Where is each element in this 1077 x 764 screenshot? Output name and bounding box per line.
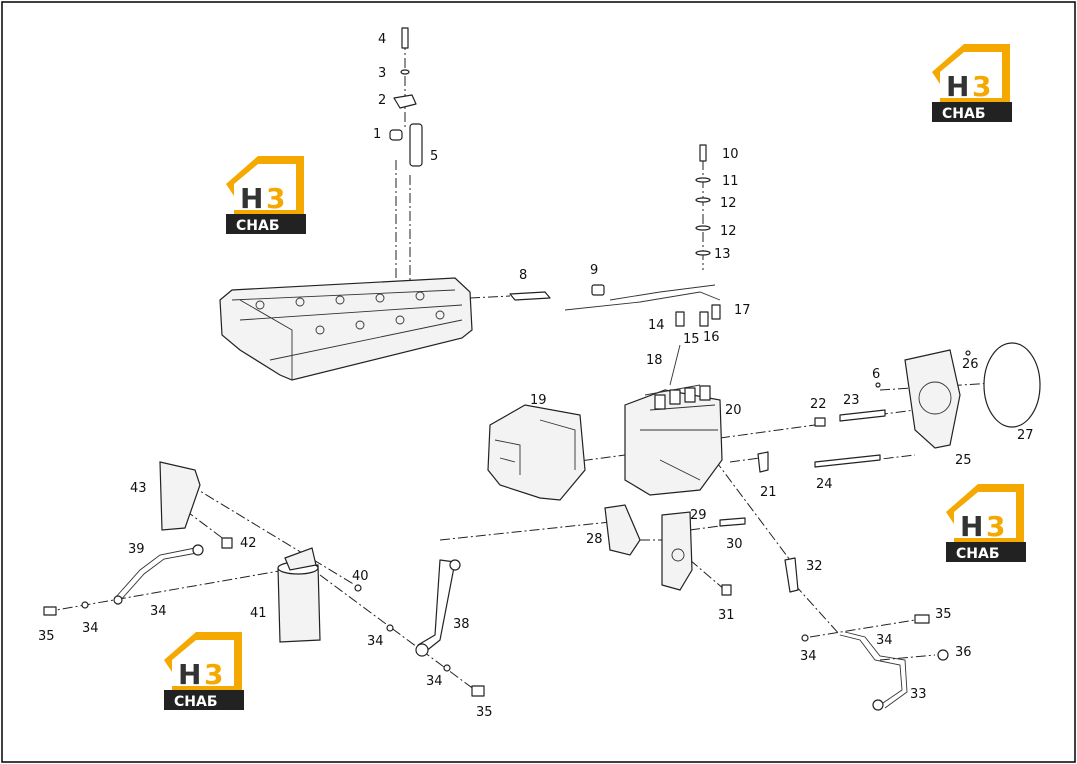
logo-letter: Н [960,510,983,543]
fuel-filter [43,537,485,697]
label-39: 39 [128,542,145,557]
label-11: 11 [722,174,739,189]
label-42: 42 [240,536,257,551]
label-28: 28 [586,532,603,547]
logo-caption: СНАБ [236,218,280,234]
label-2: 2 [378,93,386,108]
label-31: 31 [718,608,735,623]
logo-watermark-mid-right: Н 3 СНАБ [946,484,1026,562]
fuel-return-line [509,284,721,327]
label-30: 30 [726,537,743,552]
label-12: 12 [720,224,737,239]
logo-caption: СНАБ [956,546,1000,562]
label-16: 16 [703,330,720,345]
label-23: 23 [843,393,860,408]
cylinder-head [219,277,473,381]
logo-letter: Н [240,182,263,215]
label-15: 15 [683,332,700,347]
label-34: 34 [426,674,443,689]
label-25: 25 [955,453,972,468]
label-8: 8 [519,268,527,283]
filter-bracket [159,461,201,531]
label-22: 22 [810,397,827,412]
label-29: 29 [690,508,707,523]
label-35: 35 [38,629,55,644]
label-21: 21 [760,485,777,500]
label-20: 20 [725,403,742,418]
logo-watermark-upper-left: Н 3 СНАБ [226,156,306,234]
label-40: 40 [352,569,369,584]
label-34: 34 [800,649,817,664]
injection-pump [624,344,723,496]
dowel-pin [875,382,881,388]
label-34: 34 [876,633,893,648]
label-35: 35 [935,607,952,622]
logo-letter: Н [946,70,969,103]
logo-watermark-top-right: Н 3 СНАБ [932,44,1012,122]
label-5: 5 [430,149,438,164]
logo-caption: СНАБ [942,106,986,122]
label-34: 34 [150,604,167,619]
label-13: 13 [714,247,731,262]
label-36: 36 [955,645,972,660]
label-27: 27 [1017,428,1034,443]
label-6: 6 [872,367,880,382]
logo-caption: СНАБ [174,694,218,710]
injector-stack [389,27,423,167]
part-labels: 4 3 2 1 5 10 11 12 12 13 8 9 17 14 15 16… [38,32,1034,720]
label-10: 10 [722,147,739,162]
label-34: 34 [367,634,384,649]
assembly-leader-lines [44,40,1011,691]
label-38: 38 [453,617,470,632]
label-12: 12 [720,196,737,211]
logo-letter: Н [178,658,201,691]
label-19: 19 [530,393,547,408]
o-ring [983,342,1041,428]
governor-housing [487,404,586,501]
label-34: 34 [82,621,99,636]
logo-watermark-bottom-left: Н 3 СНАБ [164,632,244,710]
logo-digit: 3 [266,182,285,215]
logo-digit: 3 [972,70,991,103]
label-17: 17 [734,303,751,318]
label-41: 41 [250,606,267,621]
label-26: 26 [962,357,979,372]
label-1: 1 [373,127,381,142]
label-18: 18 [646,353,663,368]
flange-bolt [965,350,971,356]
label-14: 14 [648,318,665,333]
label-33: 33 [910,687,927,702]
logo-digit: 3 [204,658,223,691]
label-9: 9 [590,263,598,278]
label-24: 24 [816,477,833,492]
label-32: 32 [806,559,823,574]
label-35: 35 [476,705,493,720]
pump-drive-flange [904,349,961,449]
fuel-pipes-right [784,557,949,711]
pump-brackets [604,504,746,596]
label-43: 43 [130,481,147,496]
label-3: 3 [378,66,386,81]
banjo-bolt-stack [695,144,711,256]
logo-digit: 3 [986,510,1005,543]
drive-shaft-parts [757,409,886,473]
label-4: 4 [378,32,386,47]
